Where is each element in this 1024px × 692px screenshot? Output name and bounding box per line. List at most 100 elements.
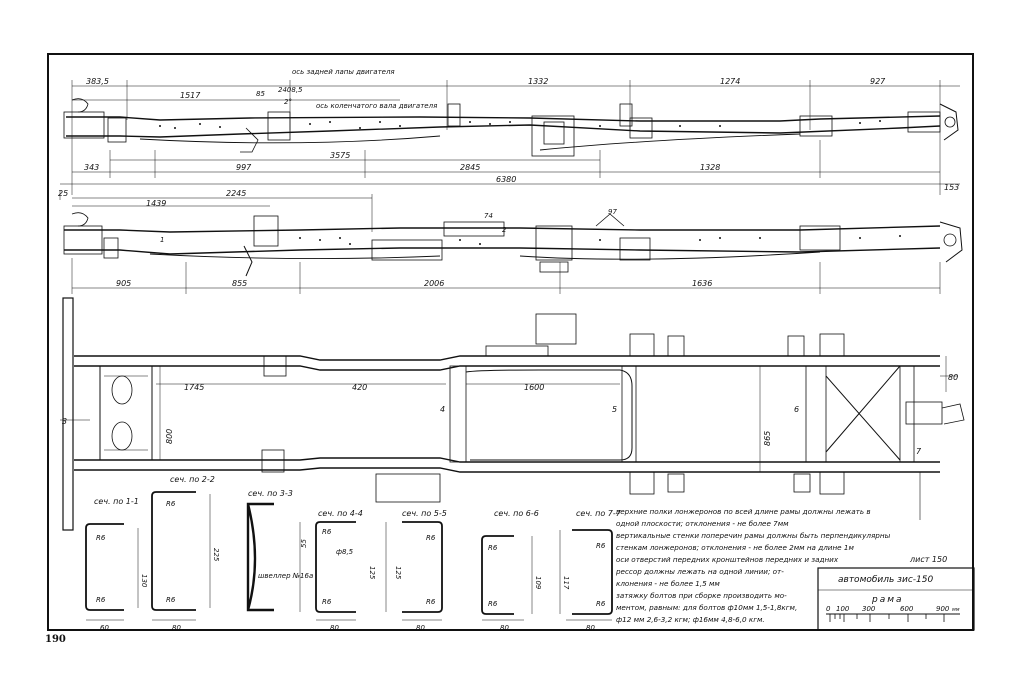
dim-927: 927	[870, 77, 886, 86]
section-mark-4: 4	[440, 405, 445, 414]
section-6-r1: R6	[488, 544, 498, 552]
dim-80: 80	[948, 373, 958, 382]
dim-6380: 6380	[496, 175, 516, 184]
dim-855: 855	[232, 279, 247, 288]
scale-600: 600	[900, 605, 914, 613]
cross-sections	[85, 491, 613, 615]
section-dims	[86, 494, 612, 621]
section-1-height: 130	[140, 574, 148, 588]
drawing-frame	[47, 53, 974, 631]
section-4-4-shape	[315, 521, 356, 613]
section-4-title: сеч. по 4-4	[318, 509, 363, 518]
rear-paw-label: ось задней лапы двигателя	[292, 68, 395, 76]
side-view-middle	[63, 194, 963, 294]
section-mark-5: 5	[612, 405, 617, 414]
section-7-height: 117	[562, 576, 570, 590]
section-6-title: сеч. по 6-6	[494, 509, 539, 518]
section-7-r1: R6	[596, 542, 606, 550]
section-5-title: сеч. по 5-5	[402, 509, 447, 518]
dim-2245: 2245	[226, 189, 246, 198]
section-5-5-shape	[402, 521, 443, 613]
section-1-1-shape	[85, 523, 124, 611]
dim-2845: 2845	[460, 163, 480, 172]
technical-notes: верхние полки лонжеронов по всей длине р…	[615, 507, 891, 624]
scale-300: 300	[862, 605, 876, 613]
section-mark-1: 1	[160, 236, 164, 244]
section-6-width: 80	[500, 624, 509, 632]
section-3-title: сеч. по 3-3	[248, 489, 293, 498]
dim-420: 420	[352, 383, 367, 392]
dim-85: 85	[256, 90, 265, 98]
section-4-width: 80	[330, 624, 339, 632]
section-2-r1: R6	[166, 500, 176, 508]
scale-900: 900	[936, 605, 950, 613]
dim-1745: 1745	[184, 383, 204, 392]
dim-800: 800	[165, 429, 174, 444]
scale-unit: мм	[952, 607, 960, 613]
section-3-3-shape	[246, 502, 274, 612]
crank-label: ось коленчатого вала двигателя	[316, 102, 437, 110]
dim-97: 97	[608, 208, 617, 216]
section-1-r2: R6	[96, 596, 106, 604]
dim-2006: 2006	[424, 279, 444, 288]
dimension-labels: 383,5 1517 1332 1274 927 2408,5 85 2° ос…	[58, 68, 959, 456]
note-line-1: верхние полки лонжеронов по всей длине р…	[616, 507, 871, 516]
section-4-r1: R6	[322, 528, 332, 536]
section-5-height: 125	[394, 566, 402, 580]
section-7-width: 80	[586, 624, 595, 632]
section-4-r2: R6	[322, 598, 332, 606]
section-2-2-shape	[151, 491, 196, 611]
scale-100: 100	[836, 605, 850, 613]
section-2-width: 80	[172, 624, 181, 632]
section-6-height: 109	[534, 576, 542, 590]
dim-1328: 1328	[700, 163, 720, 172]
dim-1274: 1274	[720, 77, 740, 86]
section-5-r2: R6	[426, 598, 436, 606]
title-block-text: лист 150 автомобиль зис-150 рама 0 100 3…	[826, 555, 960, 613]
section-1-title: сеч. по 1-1	[94, 497, 139, 506]
dim-2deg: 2°	[284, 98, 292, 106]
section-1-r1: R6	[96, 534, 106, 542]
dim-3575: 3575	[330, 151, 350, 160]
part-name: рама	[871, 595, 904, 605]
sheet-number: лист 150	[909, 555, 947, 564]
dim-865: 865	[763, 431, 772, 446]
section-mark-2: 2	[502, 226, 507, 234]
dim-343: 343	[84, 163, 99, 172]
dim-383: 383,5	[86, 77, 109, 86]
section-4-height: 125	[368, 566, 376, 580]
section-4-hole: ф8,5	[336, 548, 354, 556]
dim-1517: 1517	[180, 91, 201, 100]
vehicle-model: автомобиль зис-150	[838, 575, 933, 585]
note-line-8: затяжку болтов при сборке производить мо…	[616, 591, 787, 600]
plan-view	[60, 297, 965, 531]
section-mark-7: 7	[916, 447, 922, 456]
dim-1332: 1332	[528, 77, 548, 86]
dim-1600: 1600	[524, 383, 544, 392]
scale-bar-ticks	[829, 614, 945, 622]
section-2-height: 225	[212, 548, 220, 562]
section-6-6-shape	[481, 535, 514, 615]
dim-25: 25	[58, 189, 68, 198]
section-7-title: сеч. по 7-7	[576, 509, 622, 518]
section-labels: сеч. по 1-1 R6 R6 130 60 сеч. по 2-2 R6 …	[94, 475, 622, 632]
section-7-7-shape	[572, 529, 613, 615]
dim-1636: 1636	[692, 279, 712, 288]
note-line-10: ф12 мм 2,6-3,2 кгм; ф16мм 4,8-6,0 кгм.	[616, 615, 765, 624]
scale-0: 0	[826, 605, 831, 613]
channel-label: швеллер №16а	[258, 572, 313, 580]
section-5-r1: R6	[426, 534, 436, 542]
side-view-top	[59, 80, 960, 200]
section-4-h55: 55	[300, 539, 308, 548]
section-1-width: 60	[100, 624, 109, 632]
dim-153: 153	[944, 183, 959, 192]
section-mark-6: 6	[794, 405, 799, 414]
note-line-5: оси отверстий передних кронштейнов перед…	[616, 555, 839, 564]
note-line-2: одной плоскости; отклонения - не более 7…	[616, 519, 789, 528]
section-2-r2: R6	[166, 596, 176, 604]
title-block	[817, 567, 975, 631]
note-line-4: стенкам лонжеронов; отклонения - не боле…	[616, 543, 854, 552]
section-7-r2: R6	[596, 600, 606, 608]
